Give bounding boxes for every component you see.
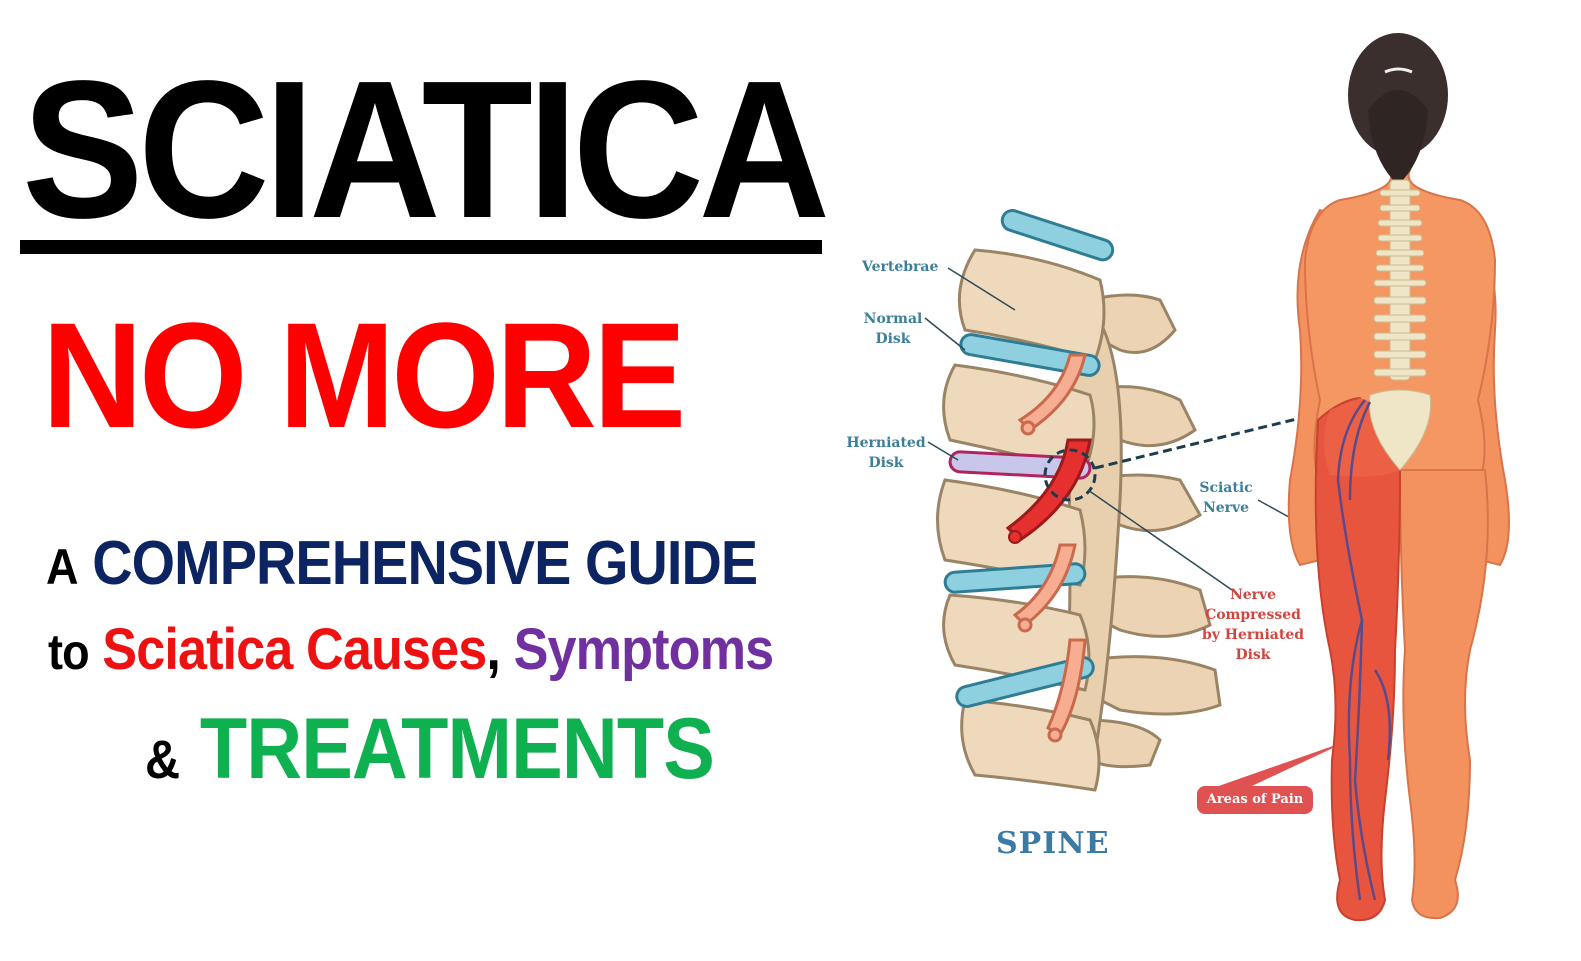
label-nerve-compressed: Nerve Compressed by Herniated Disk <box>1196 585 1310 665</box>
body-back-view <box>1287 33 1510 922</box>
sciatic-nerve-path <box>1336 399 1392 901</box>
tagline-comprehensive-guide: COMPREHENSIVE GUIDE <box>92 529 758 598</box>
headline-subtitle: NO MORE <box>42 291 686 459</box>
label-nerve-compressed-line1: Nerve <box>1229 587 1277 603</box>
spine-title: SPINE <box>996 826 1110 861</box>
spine-disks <box>943 208 1115 709</box>
title-underline <box>20 240 822 254</box>
spine-side-view <box>936 248 1222 792</box>
herniated-disk <box>948 450 1092 480</box>
tagline-causes: Sciatica Causes <box>102 617 487 682</box>
label-nerve-compressed-line4: Disk <box>1235 647 1271 663</box>
tagline-to: to <box>48 624 90 680</box>
tagline-line-1: A COMPREHENSIVE GUIDE <box>46 528 758 599</box>
label-vertebrae-text: Vertebrae <box>862 259 939 275</box>
label-nerve-compressed-line2: Compressed <box>1205 607 1301 623</box>
tagline-comma: , <box>486 617 501 682</box>
tagline-symptoms: Symptoms <box>513 617 775 682</box>
label-herniated-disk-line1: Herniated <box>846 435 926 451</box>
label-sciatic-nerve: Sciatic Nerve <box>1196 478 1256 518</box>
tagline-line-2: to Sciatica Causes, Symptoms <box>48 616 775 683</box>
areas-of-pain-badge: Areas of Pain <box>1197 786 1313 814</box>
headline-title: SCIATICA <box>22 40 830 259</box>
label-normal-disk-line1: Normal <box>863 311 923 327</box>
label-sciatic-nerve-line1: Sciatic <box>1199 480 1253 496</box>
spinal-nerves <box>1012 353 1087 743</box>
tagline-treatments: TREATMENTS <box>199 701 715 797</box>
tagline-ampersand: & <box>145 730 180 790</box>
label-normal-disk: Normal Disk <box>860 309 926 349</box>
label-sciatic-nerve-line2: Nerve <box>1202 500 1250 516</box>
herniation-highlight <box>1043 448 1097 502</box>
label-herniated-disk-line2: Disk <box>868 455 904 471</box>
tagline-a: A <box>46 539 79 595</box>
label-nerve-compressed-line3: by Herniated <box>1201 627 1305 643</box>
sciatica-illustration <box>924 33 1510 922</box>
label-herniated-disk: Herniated Disk <box>843 433 929 473</box>
tagline-line-3: & TREATMENTS <box>145 700 715 799</box>
label-normal-disk-line2: Disk <box>875 331 911 347</box>
label-vertebrae: Vertebrae <box>862 257 938 277</box>
